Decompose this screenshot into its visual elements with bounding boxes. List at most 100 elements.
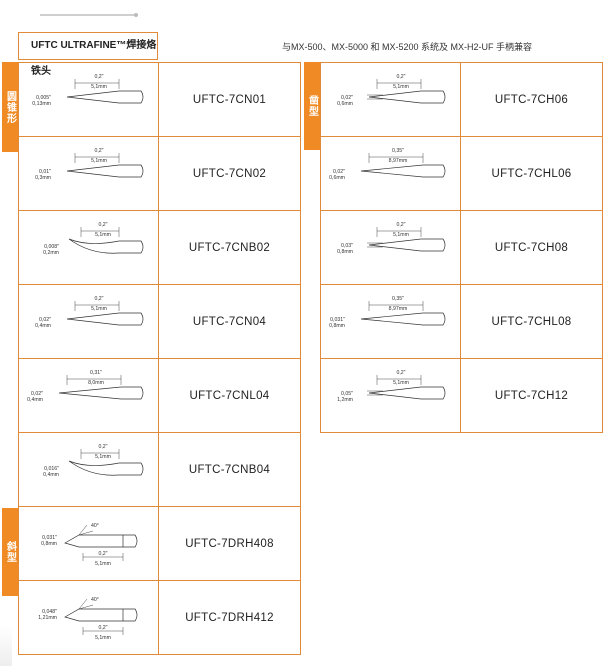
model-number: UFTC-7CNB02 [159, 211, 301, 284]
tab-bevel: 斜型 [2, 508, 18, 596]
model-number: UFTC-7CH12 [461, 359, 603, 432]
dimension-label: 0,031" [330, 317, 345, 323]
dimension-label: 5,1mm [91, 84, 107, 90]
dimension-label: 40° [91, 523, 99, 529]
tip-outline [64, 534, 138, 548]
dimension-label: 0,03" [341, 243, 353, 249]
tip-outline [68, 238, 144, 254]
table-row: 0,2" 5,1mm 0,03"0,8mm UFTC-7CH08 [321, 211, 603, 285]
dimension-label: 0,8mm [41, 541, 57, 547]
model-number: UFTC-7CH08 [461, 211, 603, 284]
dimension-label: 0,2" [94, 296, 103, 302]
dimension-label: 0,031" [42, 535, 57, 541]
model-number: UFTC-7CN02 [159, 137, 301, 210]
compatibility-note: 与MX-500、MX-5000 和 MX-5200 系统及 MX-H2-UF 手… [282, 42, 533, 52]
model-number: UFTC-7CHL06 [461, 137, 603, 210]
dimension-label: 0,2" [98, 551, 107, 557]
model-number: UFTC-7DRH412 [159, 581, 301, 654]
tip-diagram: 40° 0,2" 5,1mm 0,031"0,8mm [41, 523, 138, 567]
tip-diagram-cell: 0,2" 5,1mm 0,05"1,2mm [321, 359, 461, 432]
dimension-label: 0,4mm [35, 323, 51, 329]
dimension-label: 0,2" [396, 370, 405, 376]
tip-diagram-cell: 0,35" 8,97mm 0,02"0,6mm [321, 137, 461, 210]
dimension-label: 0,8mm [337, 249, 353, 255]
dimension-label: 1,2mm [337, 397, 353, 403]
tip-outline [368, 238, 446, 252]
tab-chisel: 凿型 [304, 62, 320, 150]
dimension-label: 1,21mm [38, 615, 57, 621]
tip-diagram: 0,35" 8,97mm 0,02"0,6mm [329, 148, 446, 181]
table-row: 0,2" 5,1mm 0,05"1,2mm UFTC-7CH12 [321, 359, 603, 433]
dimension-label: 8,0mm [88, 380, 104, 386]
dimension-label: 0,02" [31, 391, 43, 397]
tip-diagram: 0,2" 5,1mm 0,05"1,2mm [337, 370, 446, 403]
tab-conical: 圆锥形 [2, 62, 18, 152]
dimension-label: 0,02" [333, 169, 345, 175]
dimension-label: 0,02" [39, 317, 51, 323]
dimension-label: 0,4mm [43, 472, 59, 478]
dimension-label: 0,005" [36, 95, 51, 101]
dimension-label: 0,2" [94, 148, 103, 154]
dimension-label: 0,6mm [337, 101, 353, 107]
dimension-label: 0,02" [341, 95, 353, 101]
dimension-label: 8,97mm [389, 158, 408, 164]
model-number: UFTC-7CH06 [461, 63, 603, 136]
dimension-label: 0,35" [392, 296, 404, 302]
model-number: UFTC-7DRH408 [159, 507, 301, 580]
tip-diagram-cell: 0,2" 5,1mm 0,005"0,13mm [19, 63, 159, 136]
tip-diagram-cell: 0,2" 5,1mm 0,02"0,4mm [19, 285, 159, 358]
model-number: UFTC-7CHL08 [461, 285, 603, 358]
dimension-label: 0,35" [392, 148, 404, 154]
dimension-label: 0,6mm [329, 175, 345, 181]
tip-outline [66, 312, 144, 326]
tip-outline [360, 164, 446, 178]
dimension-label: 0,05" [341, 391, 353, 397]
table-row: 0,2" 5,1mm 0,02"0,6mm UFTC-7CH06 [321, 63, 603, 137]
dimension-label: 40° [91, 597, 99, 603]
dimension-label: 5,1mm [393, 380, 409, 386]
dimension-label: 0,2" [396, 222, 405, 228]
tip-outline [58, 386, 144, 400]
dimension-label: 0,2" [396, 74, 405, 80]
dimension-label: 5,1mm [393, 232, 409, 238]
dimension-label: 0,2" [98, 444, 107, 450]
top-decorative-line [40, 13, 138, 17]
tip-outline [368, 90, 446, 104]
model-number: UFTC-7CNB04 [159, 433, 301, 506]
dimension-label: 0,2" [98, 625, 107, 631]
dimension-label: 5,1mm [95, 561, 111, 567]
dimension-label: 0,008" [44, 244, 59, 250]
model-number: UFTC-7CN04 [159, 285, 301, 358]
table-row: 40° 0,2" 5,1mm 0,031"0,8mm UFTC-7DRH408 [19, 507, 301, 581]
dimension-label: 0,2" [94, 74, 103, 80]
dimension-label: 0,8mm [329, 323, 345, 329]
tip-diagram-cell: 40° 0,2" 5,1mm 0,031"0,8mm [19, 507, 159, 580]
tip-outline [368, 386, 446, 400]
dimension-label: 0,13mm [32, 101, 51, 107]
dimension-label: 0,3mm [35, 175, 51, 181]
dimension-label: 5,1mm [91, 306, 107, 312]
tip-outline [64, 608, 138, 622]
dimension-label: 0,016" [44, 466, 59, 472]
dimension-label: 0,01" [39, 169, 51, 175]
dimension-label: 5,1mm [393, 84, 409, 90]
